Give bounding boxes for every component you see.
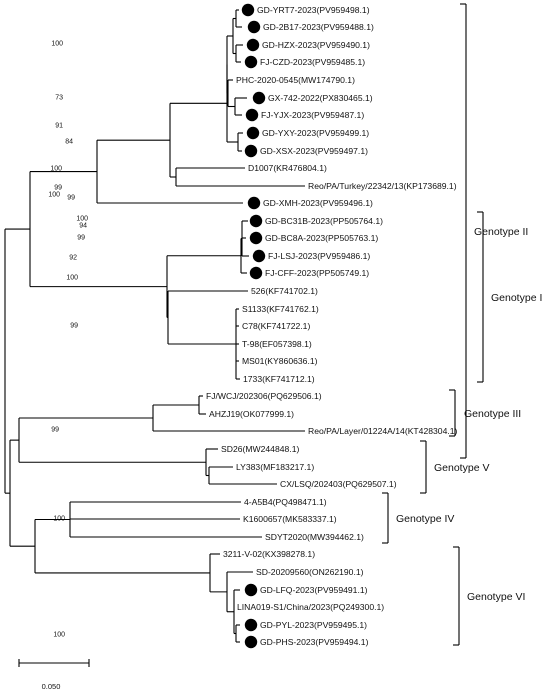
bootstrap-value: 99 xyxy=(77,235,85,242)
leaf-label: GD-2B17-2023(PV959488.1) xyxy=(263,22,374,32)
leaf-label: FJ-CFF-2023(PP505749.1) xyxy=(265,268,369,278)
sample-marker-dot xyxy=(244,618,258,632)
leaf-label: S1133(KF741762.1) xyxy=(242,304,319,314)
genotype-ii-label: Genotype II xyxy=(474,226,528,238)
bootstrap-value: 91 xyxy=(55,123,63,130)
sample-marker-dot xyxy=(252,249,266,263)
leaf-label: 3211-V-02(KX398278.1) xyxy=(223,549,315,559)
leaf-label: FJ-LSJ-2023(PV959486.1) xyxy=(268,251,370,261)
leaf-label: 1733(KF741712.1) xyxy=(243,374,315,384)
bootstrap-value: 94 xyxy=(79,223,87,230)
sample-marker-dot xyxy=(249,266,263,280)
bootstrap-value: 92 xyxy=(69,255,77,262)
leaf-label: T-98(EF057398.1) xyxy=(242,339,312,349)
leaf-label: FJ/WCJ/202306(PQ629506.1) xyxy=(206,391,322,401)
leaf-label: AHZJ19(OK077999.1) xyxy=(209,409,294,419)
leaf-label: FJ-CZD-2023(PV959485.1) xyxy=(260,57,365,67)
bootstrap-value: 100 xyxy=(76,216,88,223)
bootstrap-value: 100 xyxy=(66,275,78,282)
leaf-label: GD-XSX-2023(PV959497.1) xyxy=(260,146,368,156)
leaf-label: GD-HZX-2023(PV959490.1) xyxy=(262,40,370,50)
genotype-i-label: Genotype I xyxy=(491,292,542,304)
leaf-label: D1007(KR476804.1) xyxy=(248,163,327,173)
sample-marker-dot xyxy=(241,3,255,17)
bootstrap-value: 100 xyxy=(48,192,60,199)
leaf-label: Reo/PA/Turkey/22342/13(KP173689.1) xyxy=(308,181,457,191)
leaf-label: GD-PYL-2023(PV959495.1) xyxy=(260,620,367,630)
leaf-label: LINA019-S1/China/2023(PQ249300.1) xyxy=(237,602,384,612)
leaf-label: SDYT2020(MW394462.1) xyxy=(265,532,364,542)
sample-marker-dot xyxy=(244,55,258,69)
sample-marker-dot xyxy=(244,583,258,597)
leaf-label: MS01(KY860636.1) xyxy=(242,356,318,366)
sample-marker-dot xyxy=(249,214,263,228)
scale-bar-label: 0.050 xyxy=(42,682,61,691)
leaf-label: GD-YXY-2023(PV959499.1) xyxy=(262,128,369,138)
leaf-label: 4-A5B4(PQ498471.1) xyxy=(244,497,327,507)
leaf-label: GX-742-2022(PX830465.1) xyxy=(268,93,373,103)
sample-marker-dot xyxy=(245,108,259,122)
bootstrap-value: 100 xyxy=(51,41,63,48)
sample-marker-dot xyxy=(246,126,260,140)
bootstrap-value: 73 xyxy=(55,95,63,102)
leaf-label: GD-BC31B-2023(PP505764.1) xyxy=(265,216,383,226)
leaf-label: Reo/PA/Layer/01224A/14(KT428304.1) xyxy=(308,426,458,436)
leaf-label: K1600657(MK583337.1) xyxy=(243,514,337,524)
leaf-label: CX/LSQ/202403(PQ629507.1) xyxy=(280,479,397,489)
bootstrap-value: 99 xyxy=(67,195,75,202)
bootstrap-value: 99 xyxy=(54,185,62,192)
bootstrap-value: 100 xyxy=(53,632,65,639)
leaf-label: GD-XMH-2023(PV959496.1) xyxy=(263,198,373,208)
genotype-v-label: Genotype V xyxy=(434,462,489,474)
leaf-label: GD-LFQ-2023(PV959491.1) xyxy=(260,585,368,595)
leaf-label: C78(KF741722.1) xyxy=(242,321,310,331)
bootstrap-value: 100 xyxy=(50,166,62,173)
sample-marker-dot xyxy=(252,91,266,105)
bootstrap-value: 99 xyxy=(70,323,78,330)
leaf-label: PHC-2020-0545(MW174790.1) xyxy=(236,75,355,85)
sample-marker-dot xyxy=(246,38,260,52)
sample-marker-dot xyxy=(249,231,263,245)
genotype-vi-label: Genotype VI xyxy=(467,591,525,603)
sample-marker-dot xyxy=(247,20,261,34)
leaf-label: 526(KF741702.1) xyxy=(251,286,318,296)
sample-marker-dot xyxy=(244,635,258,649)
genotype-iv-label: Genotype IV xyxy=(396,513,454,525)
leaf-label: SD-20209560(ON262190.1) xyxy=(256,567,364,577)
leaf-label: GD-YRT7-2023(PV959498.1) xyxy=(257,5,370,15)
bootstrap-value: 99 xyxy=(51,427,59,434)
leaf-label: GD-BC8A-2023(PP505763.1) xyxy=(265,233,378,243)
bootstrap-value: 84 xyxy=(65,139,73,146)
leaf-label: LY383(MF183217.1) xyxy=(236,462,314,472)
leaf-label: SD26(MW244848.1) xyxy=(221,444,299,454)
genotype-iii-label: Genotype III xyxy=(464,408,521,420)
sample-marker-dot xyxy=(247,196,261,210)
sample-marker-dot xyxy=(244,144,258,158)
leaf-label: GD-PHS-2023(PV959494.1) xyxy=(260,637,369,647)
leaf-label: FJ-YJX-2023(PV959487.1) xyxy=(261,110,364,120)
